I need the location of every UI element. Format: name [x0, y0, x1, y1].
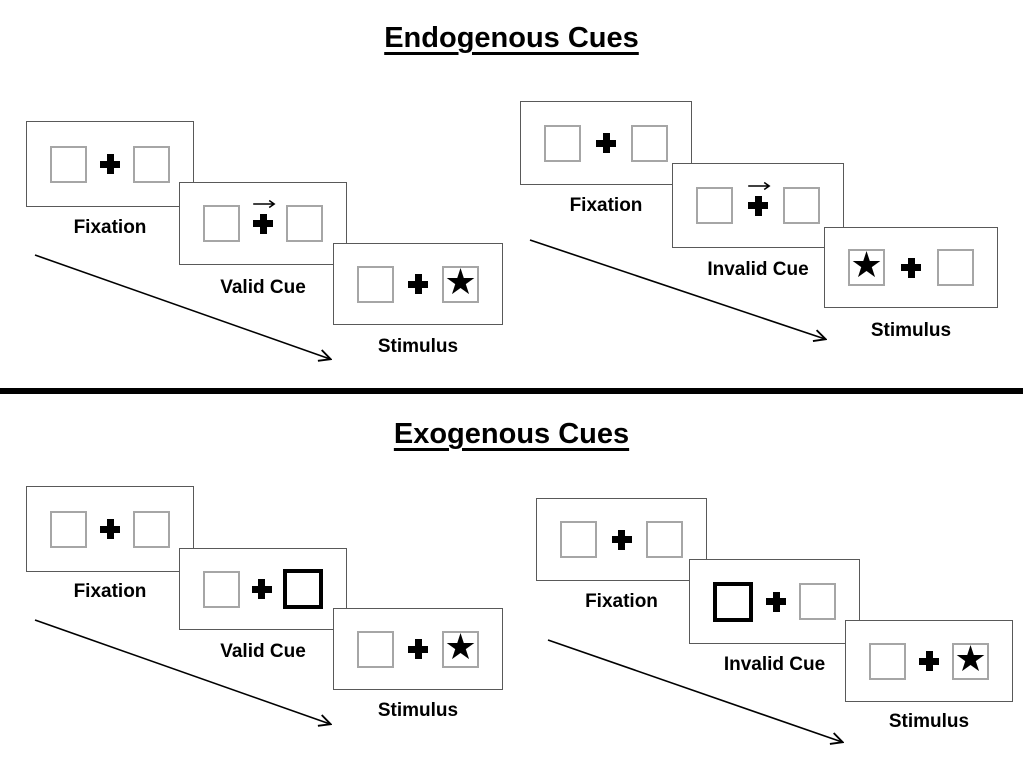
sequence-arrow-exogenous-valid [34, 619, 330, 724]
panel-exogenous-invalid-cue: ★ ★ [689, 559, 860, 644]
star-icon: ★ [954, 638, 987, 680]
fixation-cross [253, 199, 276, 234]
left-box: ★ [50, 145, 87, 183]
right-box: ★ [783, 187, 820, 224]
fixation-cross [596, 133, 616, 153]
panel-exogenous-valid-stimulus: ★ ★ [333, 608, 503, 690]
star-icon: ★ [444, 626, 477, 668]
fixation-cross [766, 591, 786, 612]
panel-label: Stimulus [870, 320, 952, 341]
star-icon: ★ [444, 261, 477, 303]
panel-label: Valid Cue [220, 641, 306, 662]
panel-endogenous-invalid-stimulus: ★ ★ [824, 227, 998, 308]
right-box: ★ [442, 261, 479, 303]
plus-icon [901, 257, 921, 278]
right-box: ★ [286, 205, 323, 242]
left-box: ★ [848, 245, 885, 286]
left-box: ★ [357, 630, 394, 668]
section-title-exogenous: Exogenous Cues [393, 418, 630, 450]
fixation-cross [901, 257, 921, 278]
plus-icon [919, 651, 939, 671]
panel-label: Invalid Cue [723, 654, 826, 675]
fixation-cross [100, 519, 120, 539]
left-box: ★ [869, 642, 906, 680]
sequence-arrow-endogenous-invalid [529, 239, 825, 339]
plus-icon [408, 639, 428, 659]
panel-label: Stimulus [888, 711, 970, 732]
right-arrow-cue-icon [253, 199, 276, 208]
panel-exogenous-invalid-fixation: ★ ★ [536, 498, 707, 581]
right-box: ★ [283, 569, 323, 609]
panel-label: Fixation [585, 591, 658, 612]
fixation-cross [251, 579, 272, 599]
plus-icon [100, 154, 120, 174]
plus-icon [251, 579, 272, 599]
left-box: ★ [50, 510, 87, 548]
plus-icon [611, 529, 632, 550]
section-divider [0, 388, 1023, 394]
left-box: ★ [203, 570, 240, 608]
right-box: ★ [799, 583, 836, 620]
panel-exogenous-valid-fixation: ★ ★ [26, 486, 194, 572]
plus-icon [253, 213, 273, 234]
fixation-cross [408, 274, 428, 294]
left-box: ★ [713, 581, 753, 622]
panel-label: Stimulus [377, 700, 459, 721]
panel-endogenous-invalid-fixation: ★ ★ [520, 101, 692, 185]
fixation-cross [100, 154, 120, 174]
left-box: ★ [696, 187, 733, 224]
plus-icon [766, 591, 786, 612]
panel-label: Fixation [73, 217, 147, 238]
panel-endogenous-invalid-cue: ★ ★ [672, 163, 844, 248]
right-box: ★ [952, 638, 989, 680]
left-box: ★ [203, 205, 240, 242]
sequence-arrow-endogenous-valid [34, 254, 330, 359]
right-arrow-cue-icon [748, 181, 771, 190]
left-box: ★ [544, 124, 581, 162]
panel-exogenous-valid-cue: ★ ★ [179, 548, 347, 630]
section-title-endogenous: Endogenous Cues [384, 22, 639, 54]
panel-label: Valid Cue [220, 277, 306, 298]
panel-endogenous-valid-stimulus: ★ ★ [333, 243, 503, 325]
right-box: ★ [937, 249, 974, 286]
plus-icon [408, 274, 428, 294]
plus-icon [596, 133, 616, 153]
fixation-cross [748, 181, 771, 216]
plus-icon [100, 519, 120, 539]
fixation-cross [919, 651, 939, 671]
star-icon: ★ [850, 245, 883, 286]
left-box: ★ [560, 521, 597, 558]
panel-endogenous-valid-fixation: ★ ★ [26, 121, 194, 207]
left-box: ★ [357, 265, 394, 303]
panel-endogenous-valid-cue: ★ ★ [179, 182, 347, 265]
right-box: ★ [631, 124, 668, 162]
panel-label: Fixation [569, 195, 643, 216]
plus-icon [748, 195, 768, 216]
right-box: ★ [646, 521, 683, 558]
panel-exogenous-invalid-stimulus: ★ ★ [845, 620, 1013, 702]
right-box: ★ [133, 145, 170, 183]
fixation-cross [408, 639, 428, 659]
panel-label: Stimulus [377, 336, 459, 357]
panel-label: Invalid Cue [707, 259, 809, 280]
panel-label: Fixation [73, 581, 147, 602]
fixation-cross [611, 529, 632, 550]
right-box: ★ [133, 510, 170, 548]
right-box: ★ [442, 626, 479, 668]
